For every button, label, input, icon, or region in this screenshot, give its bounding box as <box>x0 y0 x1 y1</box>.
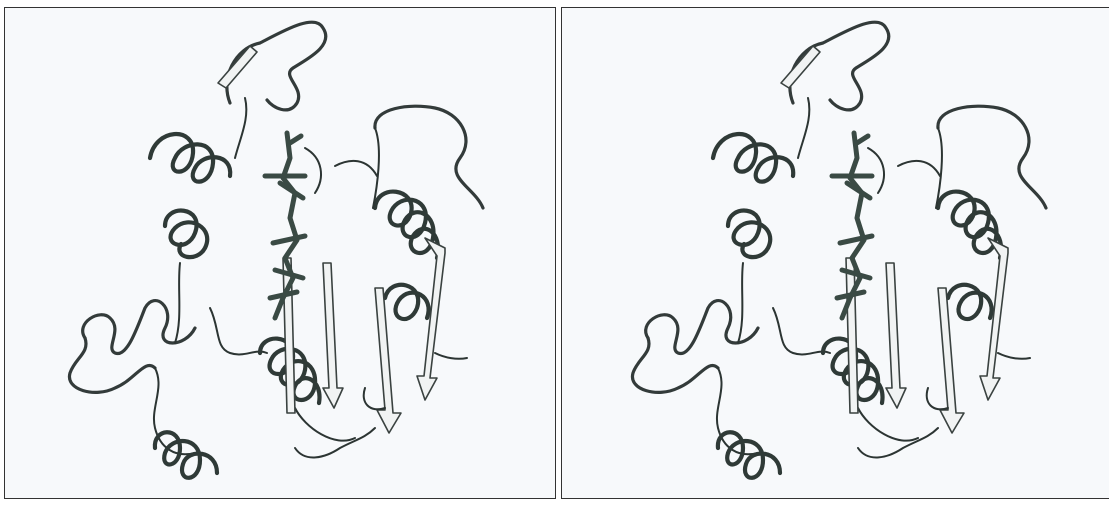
beta-strand-right-2-right <box>980 238 1008 400</box>
ligand-stick-model-left <box>265 133 305 318</box>
beta-strand-top-right <box>781 46 820 88</box>
beta-strand-top-left <box>218 46 257 88</box>
protein-ribbon-left <box>5 8 555 498</box>
protein-structure-left <box>69 22 483 478</box>
beta-strand-right-2-left <box>417 238 445 400</box>
ligand-stick-model-right <box>832 133 872 318</box>
protein-structure-right <box>632 22 1046 478</box>
beta-strand-center-2-left <box>323 263 343 408</box>
stereo-panel-left <box>4 7 556 499</box>
stereo-panel-right <box>561 7 1109 499</box>
protein-ribbon-right <box>562 8 1109 498</box>
beta-strand-center-2-right <box>886 263 906 408</box>
